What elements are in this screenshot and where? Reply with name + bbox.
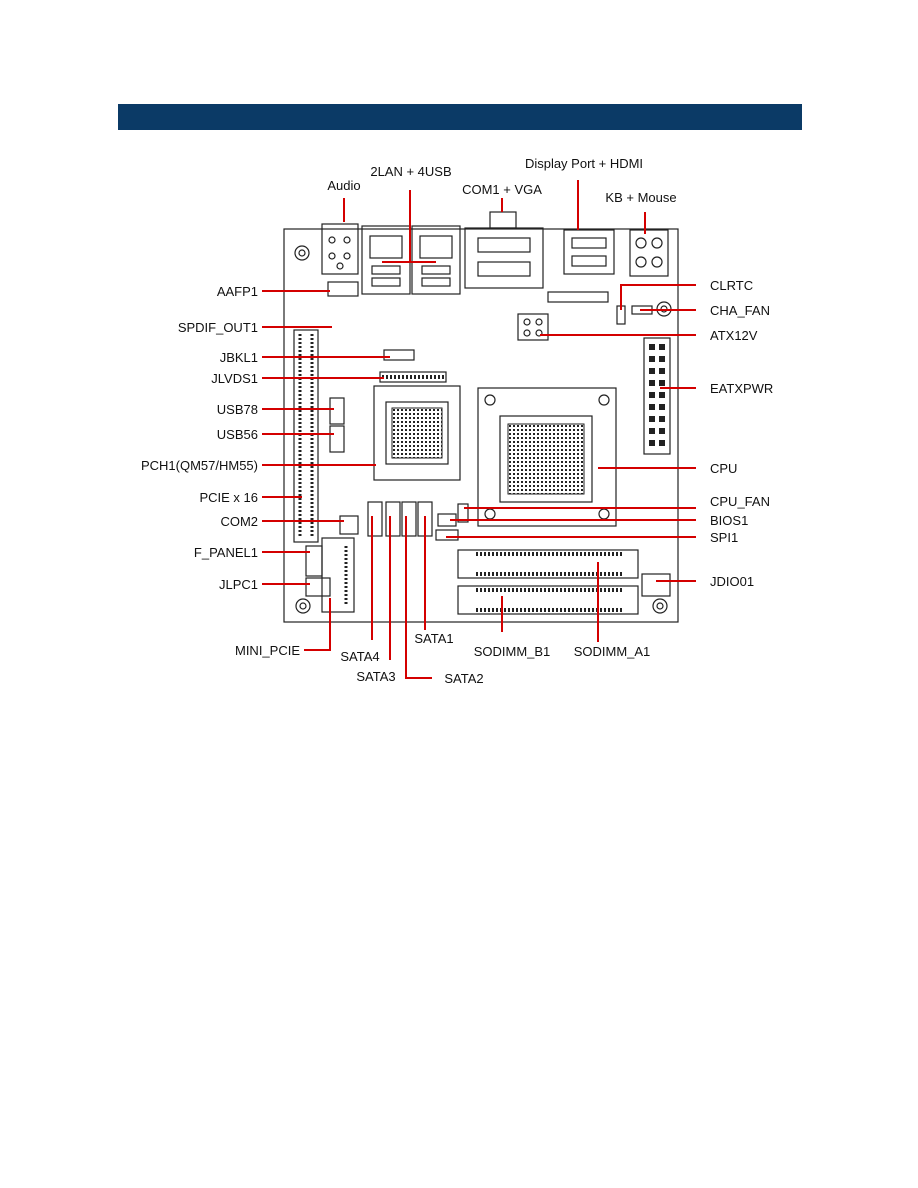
label-spi1: SPI1 [710,530,738,545]
sata4-connector [367,501,383,537]
label-com2: COM2 [220,514,258,529]
spi1-header [435,529,459,541]
sata3-connector [385,501,401,537]
label-sata3: SATA3 [356,669,395,684]
label-lan-usb: 2LAN + 4USB [370,164,451,179]
label-sodimm-a1: SODIMM_A1 [574,644,651,659]
label-atx12v: ATX12V [710,328,758,343]
label-jlvds1: JLVDS1 [211,371,258,386]
jlpc1-header [305,577,331,597]
label-sata1: SATA1 [414,631,453,646]
label-clrtc: CLRTC [710,278,753,293]
label-jbkl1: JBKL1 [220,350,258,365]
section-header-bar [118,104,802,130]
label-pch1: PCH1(QM57/HM55) [141,458,258,473]
small-connector-row [547,291,609,303]
label-com-vga: COM1 + VGA [462,182,542,197]
sata2-connector [401,501,417,537]
jlvds1-header [379,371,447,383]
leader-mini-pcie [304,598,331,651]
kb-mouse-connector [629,229,669,277]
mounting-hole-bl [295,598,311,614]
label-sodimm-b1: SODIMM_B1 [474,644,551,659]
label-jdio01: JDIO01 [710,574,754,589]
label-eatxpwr: EATXPWR [710,381,773,396]
callout-labels: Audio 2LAN + 4USB COM1 + VGA Display Por… [141,156,773,686]
aafp1-header [327,281,359,297]
cpu-socket [477,387,617,527]
jdio01-header [641,573,671,597]
label-kb-mouse: KB + Mouse [605,190,676,205]
jbkl1-header [383,349,415,361]
label-fpanel: F_PANEL1 [194,545,258,560]
sodimm-a1-slot [457,549,639,579]
mounting-hole-tl [294,245,310,261]
pcie-x16-slot [293,329,319,543]
label-usb56: USB56 [217,427,258,442]
leader-sata2 [405,516,432,679]
mini-pcie-slot [321,537,355,613]
label-usb78: USB78 [217,402,258,417]
atx12v-connector [517,313,549,341]
label-pcie16: PCIE x 16 [199,490,258,505]
f-panel1-header [305,545,323,577]
pch1-chip [373,385,461,481]
usb56-header [329,425,345,453]
leader-lines [262,180,696,679]
label-bios1: BIOS1 [710,513,748,528]
label-sata4: SATA4 [340,649,379,664]
label-dp-hdmi: Display Port + HDMI [525,156,643,171]
sodimm-b1-slot [457,585,639,615]
leader-clrtc [620,284,696,310]
label-cha-fan: CHA_FAN [710,303,770,318]
label-cpu: CPU [710,461,737,476]
label-cpu-fan: CPU_FAN [710,494,770,509]
label-audio: Audio [327,178,360,193]
label-jlpc1: JLPC1 [219,577,258,592]
audio-connector [321,223,359,275]
label-aafp1: AAFP1 [217,284,258,299]
lan-usb-connector [361,225,461,295]
displayport-hdmi-connector [563,229,615,275]
label-spdif: SPDIF_OUT1 [178,320,258,335]
motherboard-board [283,228,679,623]
com-vga-connector [464,211,544,289]
label-sata2: SATA2 [444,671,483,686]
usb78-header [329,397,345,425]
eatxpwr-connector [643,337,671,455]
com2-header [339,515,359,535]
label-mini-pcie: MINI_PCIE [235,643,300,658]
cpu-fan-header [457,503,469,523]
mounting-hole-br [652,598,668,614]
